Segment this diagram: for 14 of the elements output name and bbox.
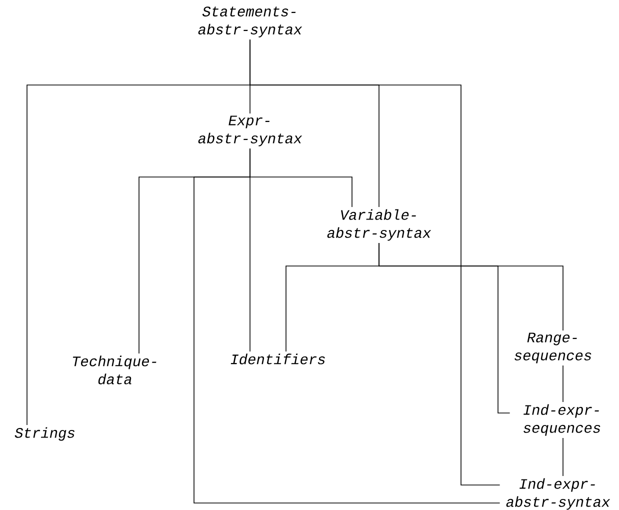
connector-line [250,39,500,486]
node-label: Identifiers [230,354,325,364]
node-label: Expr- abstr-syntax [198,116,302,146]
node-label: Strings [14,427,74,441]
node-label: Ind-expr- sequences [524,404,600,436]
connector-line [378,242,564,331]
node-label: Ind-expr- abstr-syntax [506,478,610,510]
connector-line [562,365,564,402]
node-label: Range- sequences [514,332,592,364]
connector-line [250,148,352,208]
connector-line [562,438,564,476]
node-label: Technique- data [72,356,156,384]
node-label: Statements- abstr-syntax [198,6,302,38]
node-label: Variable- abstr-syntax [327,209,432,241]
